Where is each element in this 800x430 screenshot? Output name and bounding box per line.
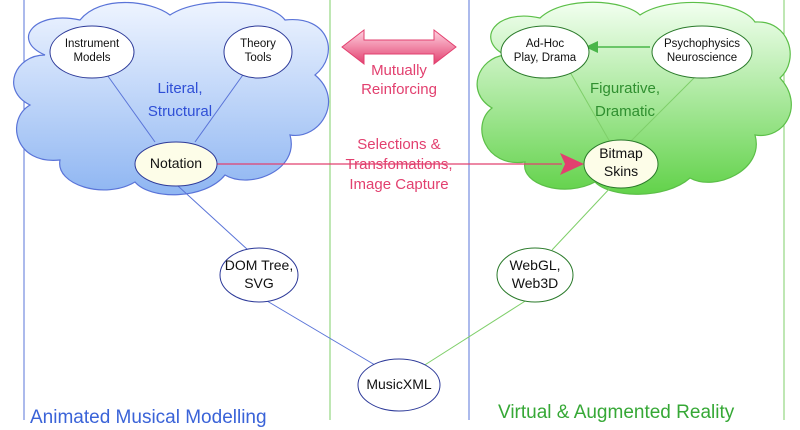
edge-notation-dom	[177, 185, 249, 251]
node-notation	[134, 141, 218, 187]
label-instrument-models: Instrument Models	[64, 38, 120, 65]
node-bitmap	[583, 139, 659, 189]
green-arrow	[585, 41, 650, 53]
label-webgl: WebGL, Web3D	[509, 257, 561, 291]
label-mutually: Mutually	[371, 62, 427, 79]
label-notation: Notation	[149, 155, 203, 171]
edge-instrument-notation	[104, 71, 156, 143]
node-adhoc	[500, 25, 590, 79]
node-webgl	[496, 247, 574, 303]
edge-dom-musicxml	[261, 297, 381, 369]
label-dom-tree: DOM Tree, SVG	[224, 257, 294, 291]
edge-theory-notation	[194, 71, 246, 143]
edge-webgl-musicxml	[419, 297, 531, 369]
label-adhoc: Ad-Hoc Play, Drama	[513, 38, 577, 65]
label-literal: Literal,	[157, 80, 203, 97]
blue-region-frame	[23, 0, 470, 420]
node-psychophysics	[651, 25, 753, 79]
edge-psycho-bitmap	[629, 71, 701, 143]
label-theory-tools: Theory Tools	[240, 38, 276, 65]
edge-bitmap-webgl	[551, 185, 613, 251]
label-figurative: Figurative,	[589, 80, 661, 97]
footer-left-title: Animated Musical Modelling	[30, 407, 267, 428]
label-transformations: Transfomations,	[345, 156, 453, 173]
pink-arrow-selections	[214, 153, 584, 175]
footer-right-title: Virtual & Augmented Reality	[498, 402, 735, 423]
node-instrument-models	[49, 25, 135, 79]
label-musicxml: MusicXML	[366, 376, 432, 392]
label-image-capture: Image Capture	[349, 176, 449, 193]
double-arrow-icon	[341, 28, 457, 66]
label-bitmap-skins: Bitmap Skins	[599, 145, 643, 179]
label-psychophysics: Psychophysics Neuroscience	[663, 38, 741, 65]
node-musicxml	[357, 358, 441, 412]
node-theory-tools	[223, 25, 293, 79]
green-region-frame	[329, 0, 785, 420]
node-dom-tree	[219, 247, 299, 303]
label-selections: Selections &	[357, 136, 441, 153]
label-dramatic: Dramatic	[594, 103, 655, 120]
label-reinforcing: Reinforcing	[361, 81, 437, 98]
edge-adhoc-bitmap	[569, 71, 611, 143]
diagram-canvas	[13, 0, 792, 420]
label-structural: Structural	[147, 103, 213, 120]
